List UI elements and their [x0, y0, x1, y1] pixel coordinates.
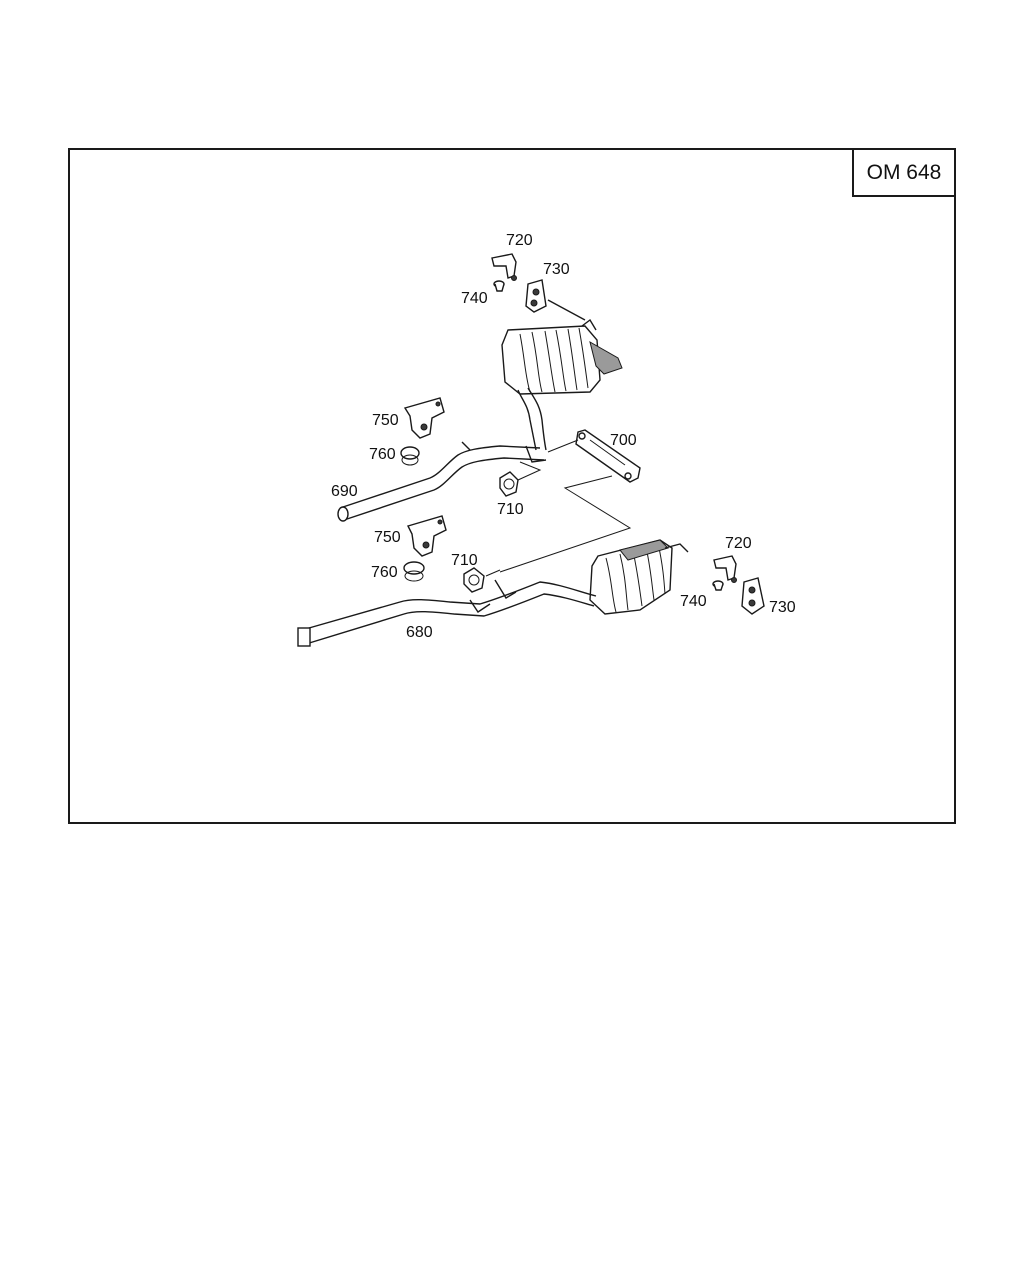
- bracket-700: [575, 429, 641, 483]
- lower-rear-muffler: [589, 539, 689, 615]
- hanger-720-upper: [491, 253, 517, 281]
- hanger-720-lower: [713, 555, 737, 583]
- callout-700: 700: [610, 432, 637, 449]
- clamp-nut-710-lower: [463, 567, 485, 593]
- rubber-mount-730-upper: [525, 279, 547, 313]
- upper-connecting-pipe: [517, 387, 547, 451]
- diagram-frame: [68, 148, 956, 824]
- callout-750-upper: 750: [372, 412, 399, 429]
- callout-720-upper: 720: [506, 232, 533, 249]
- nut-740-upper: [493, 280, 505, 292]
- callout-760-lower: 760: [371, 564, 398, 581]
- front-pipe-690: [337, 441, 547, 522]
- callout-740-upper: 740: [461, 290, 488, 307]
- callout-690: 690: [331, 483, 358, 500]
- upper-rear-muffler: [501, 299, 623, 395]
- callout-760-upper: 760: [369, 446, 396, 463]
- callout-680: 680: [406, 624, 433, 641]
- callout-730-upper: 730: [543, 261, 570, 278]
- rubber-mount-730-lower: [741, 577, 765, 615]
- callout-740-lower: 740: [680, 593, 707, 610]
- bracket-750-lower: [406, 515, 447, 557]
- bracket-750-upper: [403, 397, 445, 439]
- engine-code-label: OM 648: [852, 148, 956, 197]
- callout-720-lower: 720: [725, 535, 752, 552]
- bushing-760-lower: [403, 561, 425, 582]
- bushing-760-upper: [400, 446, 420, 466]
- assembly-separator-line: [499, 475, 632, 573]
- callout-710-upper: 710: [497, 501, 524, 518]
- nut-740-lower: [712, 580, 724, 591]
- callout-730-lower: 730: [769, 599, 796, 616]
- front-pipe-680: [297, 579, 597, 647]
- callout-750-lower: 750: [374, 529, 401, 546]
- callout-710-lower: 710: [451, 552, 478, 569]
- clamp-nut-710-upper: [499, 471, 519, 497]
